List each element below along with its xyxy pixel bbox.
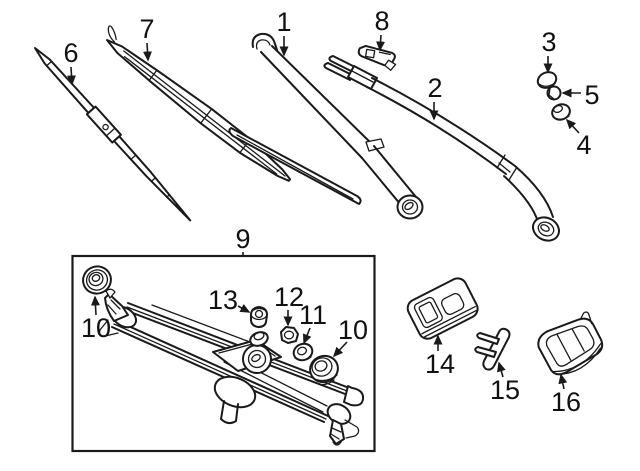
callout-arrow-7 — [143, 42, 152, 62]
callout-arrow-6 — [67, 66, 76, 86]
part-11-washer — [292, 342, 314, 362]
part-10-grommet-left — [82, 265, 112, 295]
part-14-cover — [406, 277, 479, 340]
callout-label-10[interactable]: 10 — [338, 315, 368, 345]
part-1-wiper-arm — [251, 32, 424, 220]
callout-arrow-11 — [302, 327, 312, 345]
callout-label-13[interactable]: 13 — [208, 285, 238, 315]
part-8-cap-clip — [357, 44, 397, 71]
callout-arrow-15 — [497, 361, 506, 378]
part-10-grommet-right — [309, 354, 339, 386]
callout-label-8[interactable]: 8 — [374, 6, 389, 36]
callout-label-1[interactable]: 1 — [276, 7, 291, 37]
callout-label-5[interactable]: 5 — [584, 80, 599, 110]
callout-label-2[interactable]: 2 — [427, 73, 442, 103]
group-9-box — [71, 254, 376, 453]
part-16-boot — [537, 311, 604, 376]
callout-label-14[interactable]: 14 — [425, 349, 455, 379]
callout-label-6[interactable]: 6 — [63, 38, 78, 68]
callout-label-11[interactable]: 11 — [299, 300, 327, 330]
callout-label-12[interactable]: 12 — [274, 282, 304, 312]
callout-arrow-16 — [558, 373, 568, 390]
part-12-hex-nut — [280, 326, 299, 344]
callout-arrow-10 — [90, 295, 100, 316]
callout-arrow-10 — [332, 341, 348, 358]
part-13-nut — [250, 306, 268, 328]
callout-arrow-8 — [376, 34, 386, 52]
part-15-clip — [474, 327, 511, 371]
part-2-wiper-arm — [323, 55, 560, 242]
callout-label-9[interactable]: 9 — [235, 224, 250, 254]
part-5-nut — [546, 85, 562, 101]
callout-label-4[interactable]: 4 — [576, 130, 591, 160]
callout-label-7[interactable]: 7 — [139, 14, 154, 44]
part-6-wiper-blade — [34, 47, 192, 222]
callout-label-3[interactable]: 3 — [541, 27, 556, 57]
callout-arrow-13 — [237, 303, 251, 313]
callout-label-10[interactable]: 10 — [81, 313, 111, 343]
part-4-bushing — [551, 103, 571, 121]
callout-arrow-4 — [565, 118, 580, 134]
part-7-wiper-blade — [106, 25, 362, 205]
callout-label-15[interactable]: 15 — [490, 375, 520, 405]
callout-label-16[interactable]: 16 — [551, 387, 581, 417]
